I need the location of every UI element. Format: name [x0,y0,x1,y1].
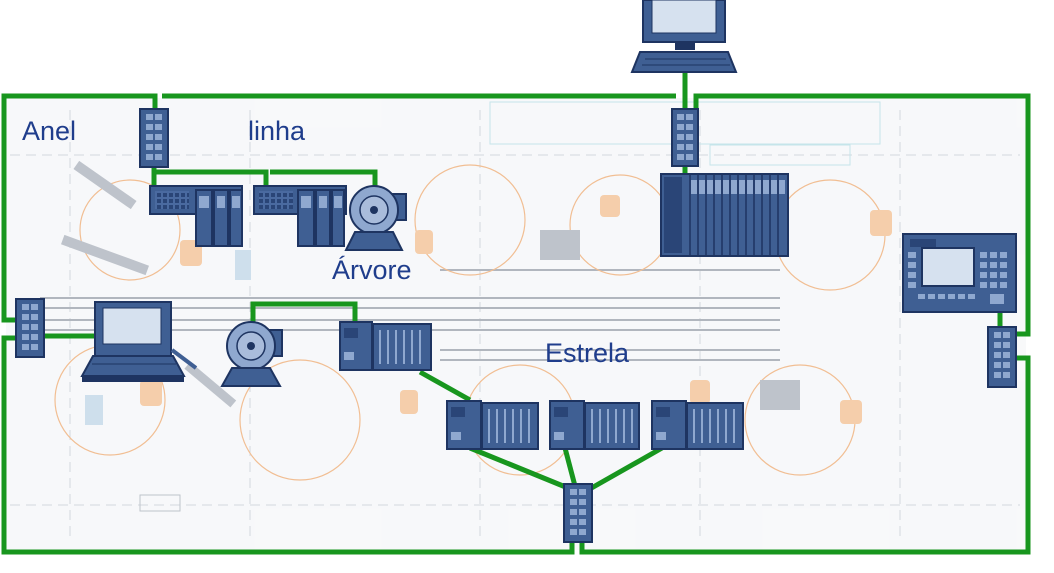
io-tree [339,321,432,371]
switch-top-right [671,108,699,167]
label-linha: linha [248,116,306,146]
io-line-1 [149,185,243,247]
label-anel: Anel [22,116,76,146]
pc-top [630,0,738,73]
io-line-2 [253,185,347,247]
network-cables [1,72,1031,555]
switch-bottom [563,483,593,543]
panel-hmi [902,233,1017,313]
io-star-2 [549,400,640,450]
motor-line [344,185,407,251]
io-star-3 [651,400,744,450]
motor-tree [220,321,283,387]
switch-top-left [139,108,169,168]
switch-right [987,326,1017,388]
label-arvore: Árvore [332,255,412,285]
topology-labels: Anel linha Árvore Estrela [22,116,630,368]
laptop-left [80,301,198,382]
switch-left [15,298,45,358]
label-estrela: Estrela [545,338,630,368]
plc-main [660,173,789,257]
io-star-1 [446,400,539,450]
